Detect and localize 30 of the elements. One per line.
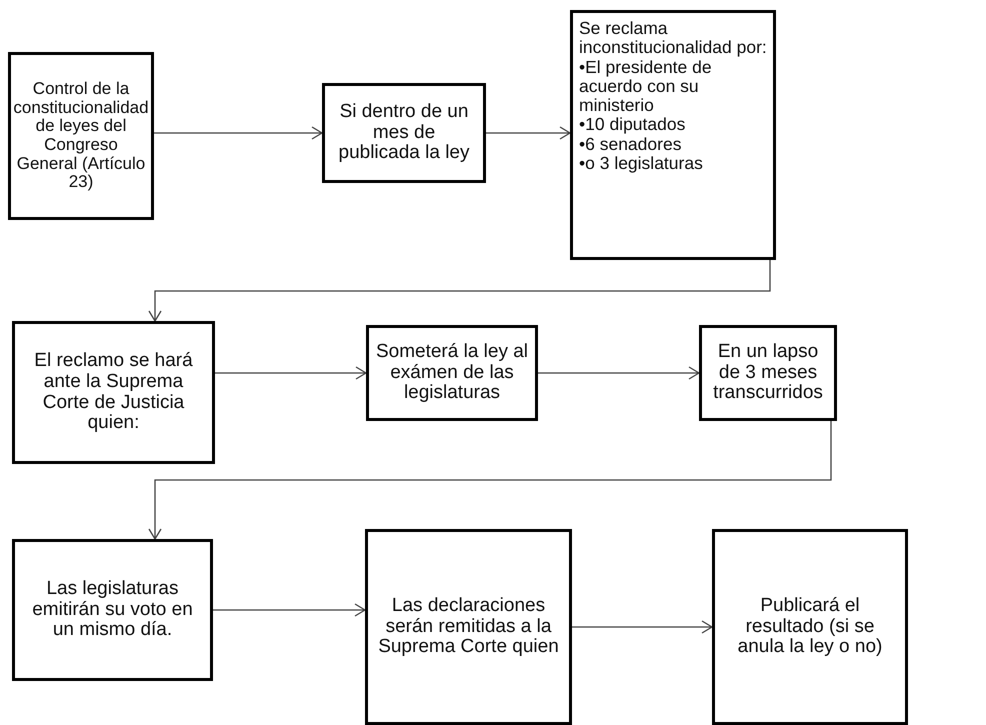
arrow <box>213 603 366 617</box>
process-box <box>712 529 908 725</box>
list-item: •10 diputados <box>579 115 686 134</box>
box-text: El reclamo se hará ante la Suprema Corte de Justicia quien: <box>33 350 194 434</box>
process-box <box>570 10 776 260</box>
box-text: Las declaraciones serán remitidas a la Suprema Corte quien <box>377 596 560 658</box>
arrow <box>148 421 832 540</box>
arrow <box>486 126 571 140</box>
box-text: Las legislaturas emitirán su voto en un mismo día. <box>31 578 194 642</box>
box-text: Someterá la ley al exámen de las legislaturas <box>375 342 529 404</box>
process-box <box>12 321 215 464</box>
box-text: Control de la constitucionalidad de leyes del Congreso General (Artículo 23) <box>13 80 149 192</box>
process-box <box>365 529 572 725</box>
process-box <box>12 539 213 681</box>
list-item: •6 senadores <box>579 134 682 154</box>
process-box <box>366 325 538 421</box>
arrow <box>148 260 771 322</box>
process-box <box>699 325 837 421</box>
box-text: Se reclama inconstitucionalidad por: <box>579 19 767 58</box>
arrow <box>572 620 713 634</box>
arrow <box>215 366 367 380</box>
box-text: En un lapso de 3 meses transcurridos <box>712 342 824 404</box>
process-box <box>322 83 486 183</box>
process-box <box>8 52 154 220</box>
list-item: •El presidente de acuerdo con su ministerio <box>579 58 713 116</box>
list-item: •o 3 legislaturas <box>579 154 703 173</box>
box-text: Si dentro de un mes de publicada la ley <box>338 102 470 164</box>
box-text: Publicará el resultado (si se anula la ley o no) <box>736 596 884 658</box>
arrow <box>154 126 323 140</box>
arrow <box>538 366 700 380</box>
